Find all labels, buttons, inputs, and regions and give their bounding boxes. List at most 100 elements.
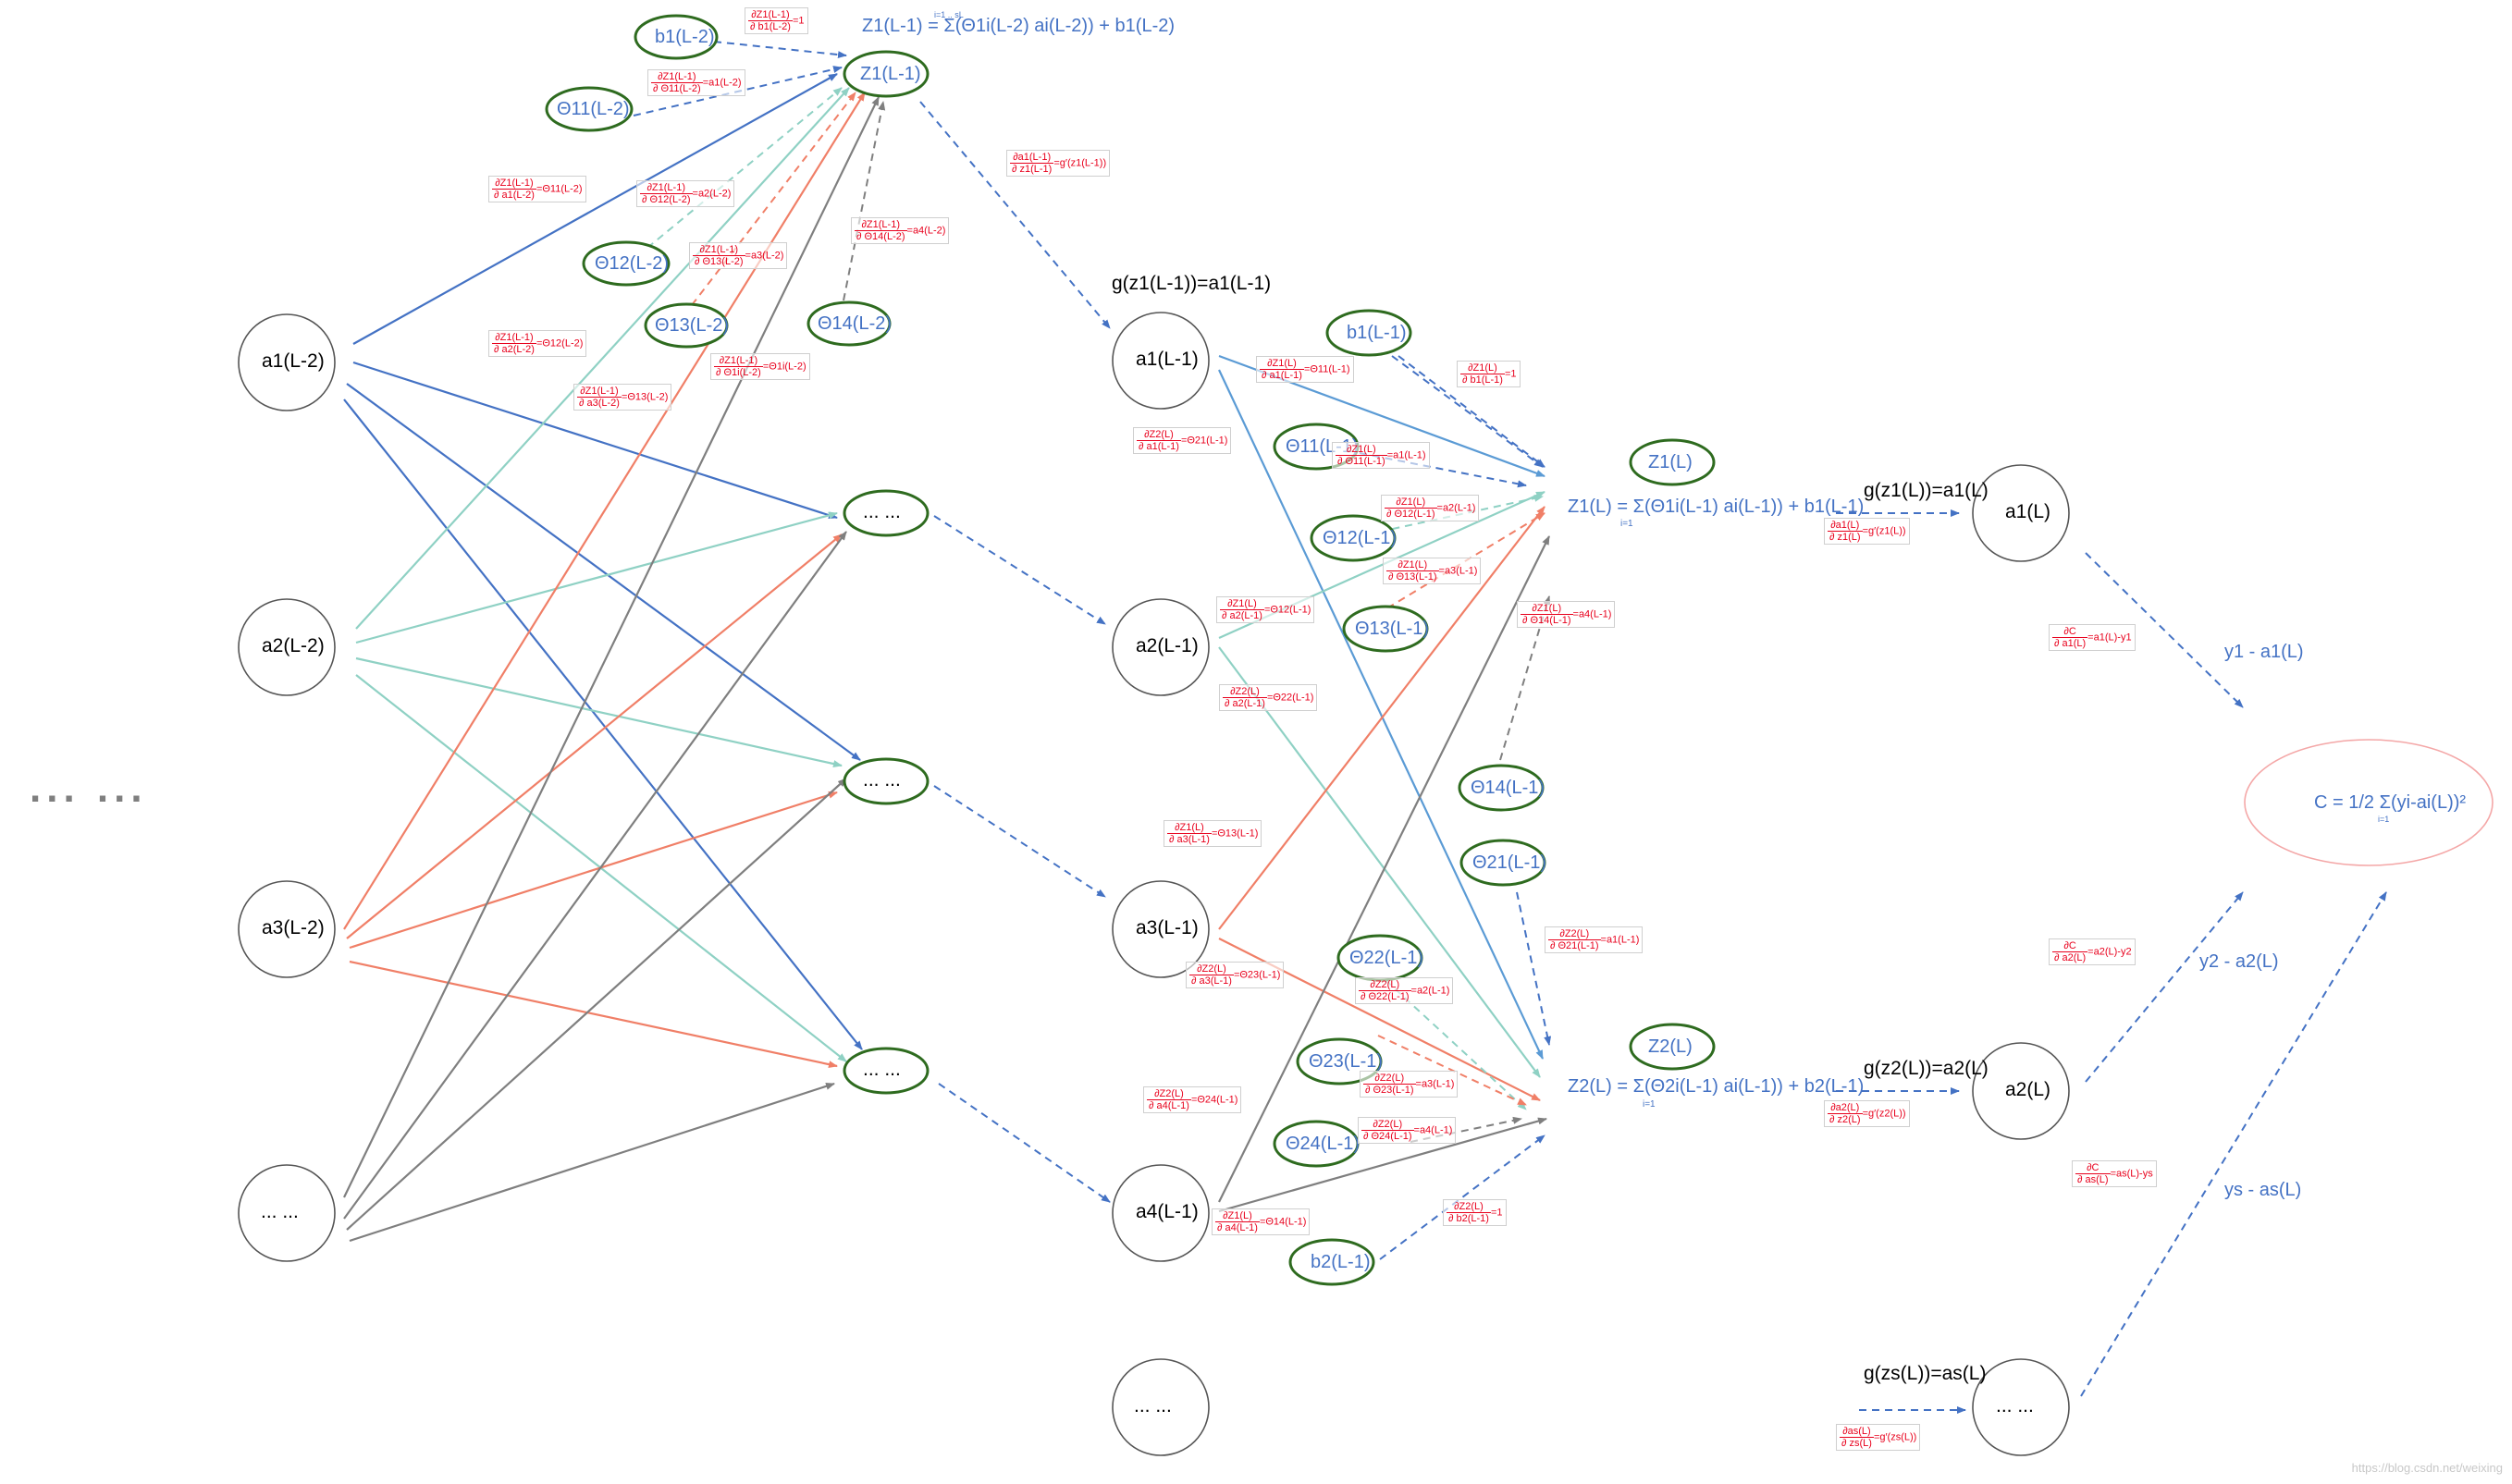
deriv-den: ∂ Θ21(L-1) — [1550, 940, 1599, 951]
deriv-result: =Θ14(L-1) — [1259, 1216, 1307, 1228]
deriv-den: ∂ b1(L-1) — [1462, 374, 1503, 386]
deriv-num: ∂Z1(L-1) — [492, 332, 536, 344]
edge — [1375, 512, 1545, 616]
deriv-den: ∂ as(L) — [2077, 1174, 2109, 1185]
deriv-num: ∂Z2(L) — [1361, 1119, 1414, 1131]
derivative-box: ∂Z1(L)∂ a1(L-1)=Θ11(L-1) — [1256, 356, 1354, 383]
node-a2-l2: a2(L-2) — [262, 635, 325, 656]
edge — [1398, 355, 1545, 468]
deriv-den: ∂ Θ1i(L-2) — [716, 367, 761, 378]
edge — [343, 96, 880, 1198]
edge — [1218, 506, 1545, 930]
deriv-num: ∂Z1(L-1) — [577, 386, 622, 398]
deriv-num: ∂Z1(L) — [1386, 559, 1439, 571]
node-a1-l: a1(L) — [2005, 501, 2051, 522]
derivative-box: ∂C∂ a1(L)=a1(L)-y1 — [2049, 624, 2136, 651]
deriv-den: ∂ a3(L-1) — [1169, 834, 1210, 845]
param-theta22-l1: Θ22(L-1) — [1349, 948, 1424, 968]
param-ellipse — [807, 300, 892, 347]
deriv-den: ∂ a2(L) — [2054, 952, 2087, 963]
z-node-ellipse — [843, 1047, 930, 1095]
deriv-num: ∂Z1(L) — [1521, 603, 1573, 615]
deriv-den: ∂ Θ24(L-1) — [1363, 1131, 1412, 1142]
derivative-box: ∂Z1(L-1)∂ Θ1i(L-2)=Θ1i(L-2) — [710, 353, 810, 380]
deriv-num: ∂Z1(L) — [1220, 598, 1264, 610]
deriv-result: =Θ11(L-2) — [536, 183, 583, 195]
deriv-den: ∂ a1(L) — [2054, 638, 2087, 649]
deriv-den: ∂ b2(L-1) — [1448, 1213, 1489, 1224]
z1-l1-node: Z1(L-1) — [860, 64, 921, 84]
z-node-ellipse — [843, 50, 930, 98]
derivative-box: ∂a1(L)∂ z1(L)=g′(z1(L)) — [1824, 518, 1910, 545]
edge — [933, 785, 1106, 898]
deriv-result: =Θ24(L-1) — [1190, 1094, 1238, 1106]
deriv-num: ∂Z1(L-1) — [714, 355, 763, 367]
watermark: https://blog.csdn.net/weixing — [2351, 1461, 2503, 1475]
deriv-num: ∂C — [2052, 940, 2088, 952]
edge — [1377, 1035, 1527, 1106]
edge — [349, 1082, 835, 1243]
deriv-result: =Θ21(L-1) — [1180, 435, 1228, 447]
deriv-num: ∂Z1(L) — [1260, 358, 1304, 370]
derivative-box: ∂Z1(L-1)∂ a2(L-2)=Θ12(L-2) — [488, 330, 587, 357]
param-theta23-l1: Θ23(L-1) — [1309, 1051, 1384, 1072]
derivative-box: ∂Z1(L)∂ Θ14(L-1)=a4(L-1) — [1517, 601, 1616, 628]
deriv-result: =a2(L-2) — [692, 188, 732, 200]
derivative-box: ∂Z2(L)∂ a1(L-1)=Θ21(L-1) — [1133, 427, 1232, 454]
edge — [355, 511, 838, 644]
node-circle — [1972, 1358, 2070, 1456]
deriv-num: ∂Z2(L) — [1147, 1088, 1191, 1100]
param-ellipse — [1273, 1120, 1360, 1168]
edge — [355, 656, 843, 767]
deriv-den: ∂ Θ12(L-2) — [642, 194, 691, 205]
deriv-num: ∂C — [2052, 626, 2088, 638]
deriv-num: ∂Z2(L) — [1447, 1201, 1491, 1213]
param-theta14-l1: Θ14(L-1) — [1471, 778, 1545, 798]
deriv-result: =a3(L-2) — [745, 250, 784, 262]
deriv-den: ∂ Θ12(L-1) — [1386, 509, 1435, 520]
derivative-box: ∂Z1(L-1)∂ Θ12(L-2)=a2(L-2) — [636, 180, 735, 207]
deriv-result: =a3(L-1) — [1415, 1078, 1455, 1090]
activation-label-l1: g(z1(L-1))=a1(L-1) — [1112, 273, 1272, 294]
node-circle — [1112, 598, 1210, 696]
deriv-den: ∂ Θ13(L-2) — [695, 256, 744, 267]
node-a3-l1: a3(L-1) — [1136, 917, 1199, 938]
deriv-num: ∂Z1(L-1) — [492, 178, 536, 190]
param-theta12-l2: Θ12(L-2) — [595, 253, 670, 274]
edge — [1218, 369, 1544, 1060]
z-ellipsis-node: ... ... — [863, 769, 901, 791]
deriv-den: ∂ b1(L-2) — [750, 21, 791, 32]
edge — [352, 73, 838, 345]
deriv-result: =g′(z1(L)) — [1862, 525, 1906, 537]
deriv-den: ∂ Θ11(L-1) — [1337, 456, 1385, 467]
node-dots-l2: ... ... — [261, 1201, 299, 1222]
derivative-box: ∂Z2(L)∂ Θ24(L-1)=a4(L-1) — [1358, 1117, 1457, 1144]
activation-edges-l1 — [919, 101, 2387, 1414]
deriv-result: =g′(z1(L-1)) — [1053, 157, 1107, 169]
edge — [343, 531, 847, 1220]
error-s: ys - as(L) — [2224, 1180, 2302, 1200]
edges-a2-l2 — [355, 87, 850, 1062]
edge — [1379, 1134, 1545, 1260]
param-ellipse — [644, 302, 729, 349]
deriv-result: =a1(L-1) — [1600, 934, 1640, 946]
z2-l-sum-limit: i=1 — [1643, 1099, 1656, 1110]
derivative-box: ∂Z1(L-1)∂ a1(L-2)=Θ11(L-2) — [488, 176, 586, 202]
param-ellipse — [582, 240, 671, 287]
deriv-den: ∂ a3(L-2) — [579, 398, 620, 409]
edge — [919, 101, 1111, 329]
z-node-ellipse — [1629, 438, 1716, 486]
deriv-num: ∂Z1(L) — [1167, 822, 1212, 834]
deriv-num: ∂Z2(L) — [1548, 928, 1601, 940]
node-circle — [1112, 880, 1210, 978]
param-b2-l1: b2(L-1) — [1311, 1252, 1371, 1272]
deriv-num: ∂Z2(L) — [1137, 429, 1181, 441]
z1-l-sum-limit: i=1 — [1620, 519, 1633, 529]
derivative-box: ∂Z1(L-1)∂ b1(L-2)=1 — [745, 7, 808, 34]
node-a2-l: a2(L) — [2005, 1079, 2051, 1100]
z-node-ellipse — [1629, 1023, 1716, 1071]
deriv-result: =a2(L-1) — [1410, 985, 1450, 997]
z-ellipsis-node: ... ... — [863, 1059, 901, 1080]
